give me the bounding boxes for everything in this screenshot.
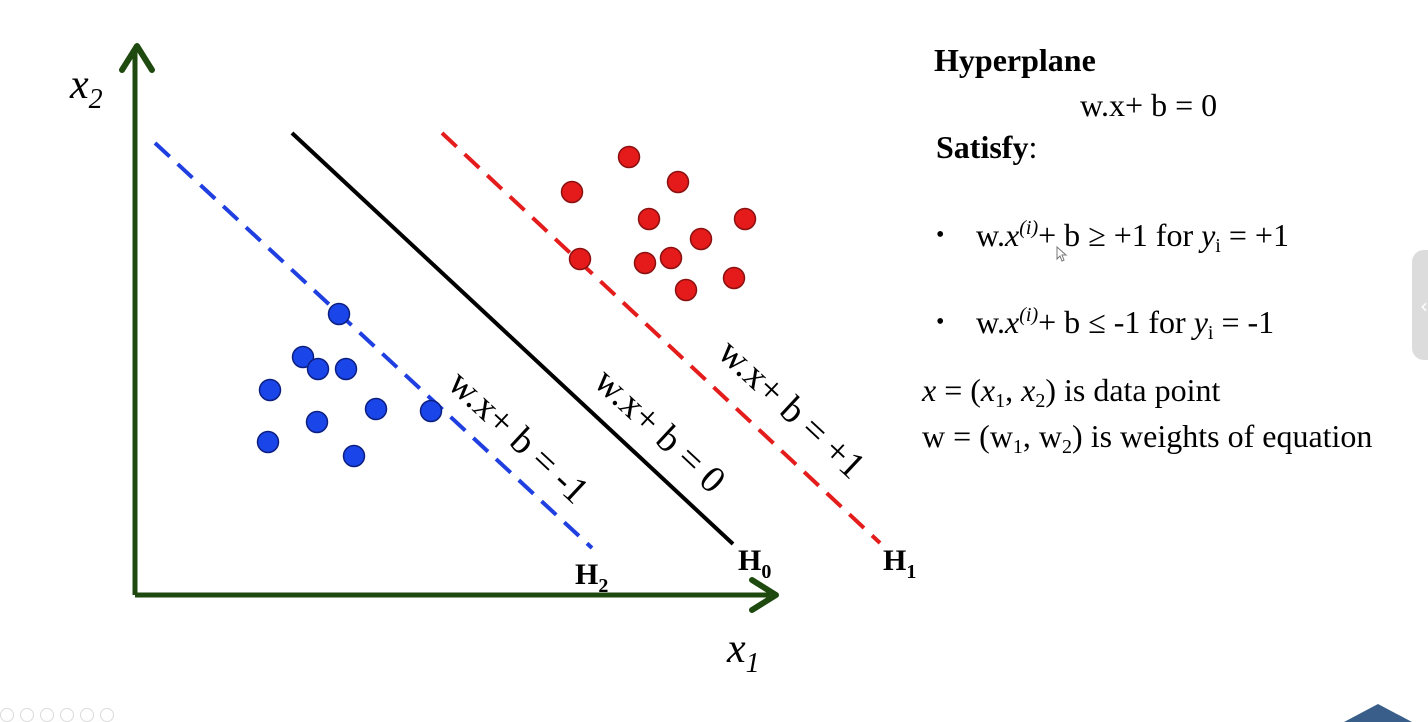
negative-point bbox=[258, 378, 282, 402]
positive-point bbox=[568, 247, 592, 271]
constraint-positive: •w.x(i)+ b ≥ +1 for yi = +1 bbox=[936, 217, 1289, 257]
positive-point bbox=[689, 227, 713, 251]
h1-margin-line bbox=[440, 131, 882, 545]
viewer-toolbar-icon[interactable] bbox=[100, 708, 114, 722]
negative-point bbox=[291, 345, 315, 369]
satisfy-heading: Satisfy: bbox=[936, 131, 1037, 163]
constraint-negative: •w.x(i)+ b ≤ -1 for yi = -1 bbox=[936, 304, 1275, 344]
weights-definition: w = (w1, w2) is weights of equation bbox=[922, 418, 1373, 458]
positive-point bbox=[617, 145, 641, 169]
negative-point bbox=[327, 302, 351, 326]
bullet-dot: • bbox=[936, 309, 945, 335]
viewer-toolbar-icon[interactable] bbox=[80, 708, 94, 722]
positive-point bbox=[733, 207, 757, 231]
negative-point bbox=[334, 357, 358, 381]
satisfy-colon: : bbox=[1028, 129, 1038, 165]
h2-label: H2 bbox=[575, 558, 608, 597]
negative-point bbox=[342, 444, 366, 468]
cursor-icon bbox=[1056, 246, 1068, 262]
h0-label: H0 bbox=[738, 544, 771, 583]
side-panel-tab[interactable]: ‹ bbox=[1412, 250, 1428, 360]
logo-icon bbox=[1344, 704, 1412, 722]
positive-point bbox=[659, 246, 683, 270]
viewer-toolbar-icon[interactable] bbox=[60, 708, 74, 722]
negative-point bbox=[306, 357, 330, 381]
h0-decision-line bbox=[290, 131, 735, 546]
h1-label: H1 bbox=[883, 544, 916, 583]
positive-point bbox=[722, 266, 746, 290]
negative-points bbox=[256, 302, 443, 468]
y-axis-arrowhead bbox=[119, 43, 155, 73]
viewer-toolbar-icon[interactable] bbox=[40, 708, 54, 722]
negative-point bbox=[419, 399, 443, 423]
viewer-toolbar-icon[interactable] bbox=[0, 708, 14, 722]
positive-point bbox=[637, 207, 661, 231]
h2-margin-line bbox=[153, 141, 594, 550]
bullet-dot: • bbox=[936, 222, 945, 248]
positive-point bbox=[633, 251, 657, 275]
h0-equation: w.x+ b = 0 bbox=[586, 360, 734, 502]
svm-diagram: x2 x1 H2 H0 H1 w.x+ b = -1 w.x+ b = 0 w.… bbox=[69, 43, 916, 679]
negative-point bbox=[305, 410, 329, 434]
viewer-toolbar-icon[interactable] bbox=[20, 708, 34, 722]
negative-point bbox=[364, 397, 388, 421]
x2-axis-label: x2 bbox=[69, 62, 103, 115]
positive-point bbox=[666, 170, 690, 194]
viewer-toolbar bbox=[0, 708, 114, 722]
x1-axis-label: x1 bbox=[726, 626, 760, 679]
side-panel-icon: ‹ bbox=[1420, 294, 1428, 318]
data-point-definition: x = (x1, x2) is data point bbox=[922, 372, 1221, 412]
negative-point bbox=[256, 430, 280, 454]
hyperplane-equation: w.x+ b = 0 bbox=[1080, 87, 1218, 123]
positive-point bbox=[560, 180, 584, 204]
positive-points bbox=[560, 145, 757, 302]
satisfy-label: Satisfy bbox=[936, 129, 1029, 165]
x-axis-arrowhead bbox=[749, 577, 779, 613]
positive-point bbox=[674, 278, 698, 302]
h1-equation: w.x+ b = +1 bbox=[710, 331, 873, 487]
h2-equation: w.x+ b = -1 bbox=[440, 362, 597, 512]
hyperplane-heading: Hyperplane bbox=[934, 42, 1096, 78]
